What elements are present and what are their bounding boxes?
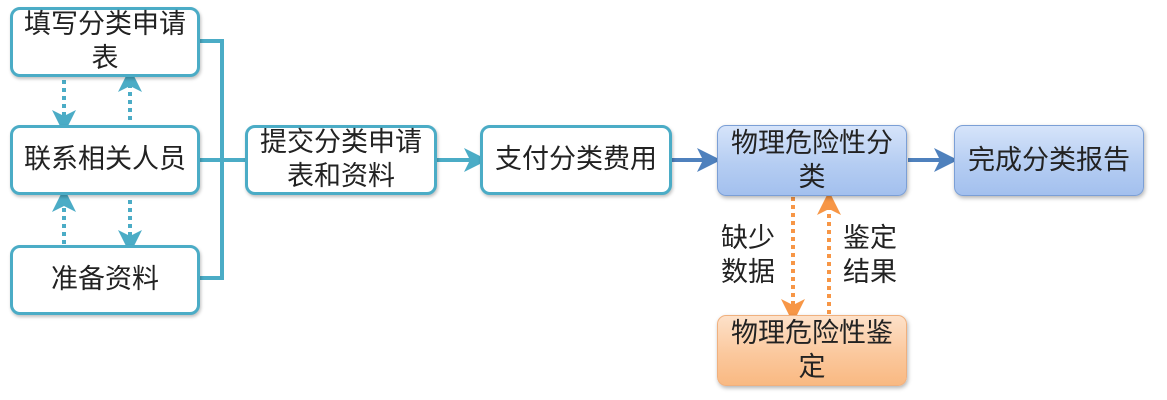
node-classify-text: 物理危险性分类 xyxy=(731,127,893,193)
node-identify: 物理危险性鉴定 xyxy=(717,315,907,386)
node-identify-text: 物理危险性鉴定 xyxy=(731,317,893,383)
node-fill-form: 填写分类申请表 xyxy=(10,7,200,77)
node-contact-text: 联系相关人员 xyxy=(24,144,186,175)
node-classify: 物理危险性分类 xyxy=(717,125,907,196)
node-complete: 完成分类报告 xyxy=(954,125,1144,196)
node-prepare: 准备资料 xyxy=(10,245,200,315)
node-contact: 联系相关人员 xyxy=(10,125,200,195)
node-pay-text: 支付分类费用 xyxy=(495,144,657,175)
node-pay: 支付分类费用 xyxy=(480,125,672,195)
node-prepare-text: 准备资料 xyxy=(51,264,159,295)
node-submit-text: 提交分类申请表和资料 xyxy=(260,127,422,192)
node-fill-form-text: 填写分类申请表 xyxy=(24,9,186,74)
label-identify-result: 鉴定结果 xyxy=(843,222,901,290)
merge-bracket xyxy=(200,39,224,280)
label-missing-data: 缺少数据 xyxy=(721,222,779,290)
node-submit: 提交分类申请表和资料 xyxy=(245,125,437,195)
label-identify-result-text: 鉴定结果 xyxy=(843,223,897,288)
node-complete-text: 完成分类报告 xyxy=(968,144,1130,176)
label-missing-data-text: 缺少数据 xyxy=(721,223,775,288)
